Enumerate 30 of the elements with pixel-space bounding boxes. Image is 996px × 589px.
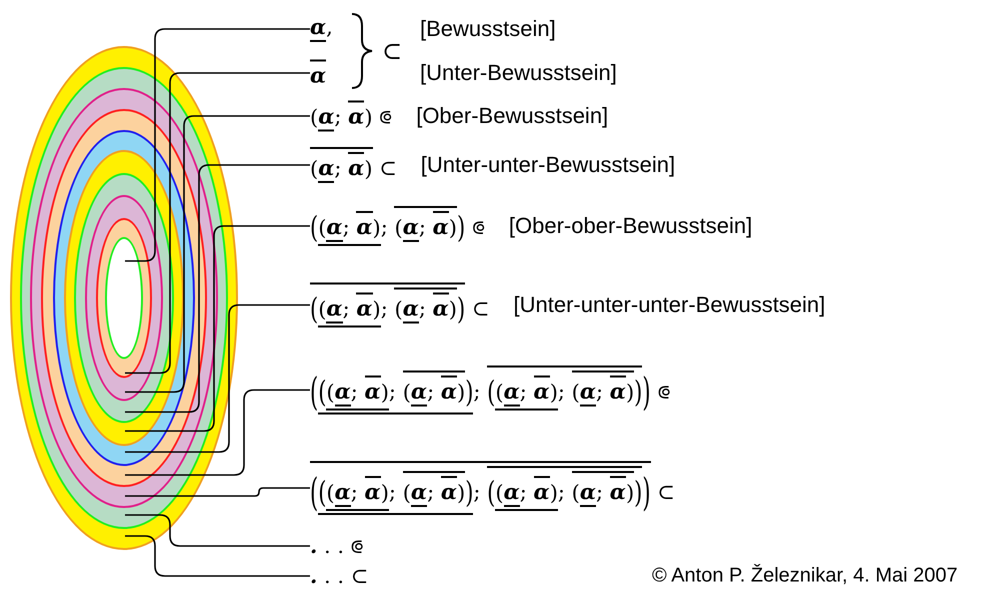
formula: (((α; α); (α; α)); ((α; α); (α; α))) ⊂ [310, 461, 675, 515]
formula: ((α; α); (α; α)) ⊂ [310, 282, 490, 328]
ring-band [96, 218, 152, 378]
copyright-note: © Anton P. Železnikar, 4. Mai 2007 [652, 564, 958, 588]
leader-line [125, 535, 310, 577]
leader-line [125, 225, 310, 432]
annotation-symbol: ⊂ [382, 37, 402, 65]
annotation-text: [Unter-unter-Bewusstsein] [420, 152, 676, 178]
annotation-text: [Ober-ober-Bewusstsein] [508, 213, 752, 239]
formula: . . . ⟃ [310, 535, 364, 557]
leader-line [125, 164, 310, 413]
formula: (((α; α); (α; α)); ((α; α); (α; α))) ⟃ [310, 366, 670, 414]
annotation-text: [Ober-Bewusstsein] [416, 103, 608, 129]
formula: (α; α) ⊂ [310, 147, 397, 183]
annotation-text: [Unter-unter-unter-Bewusstsein] [513, 292, 826, 318]
leader-line [125, 487, 310, 497]
leader-line [125, 389, 310, 476]
annotation-text: [Unter-Bewusstsein] [420, 60, 617, 86]
formula: α [310, 60, 326, 86]
leader-line [125, 72, 310, 374]
annotation-text: [Bewusstsein] [420, 16, 556, 42]
leader-line [125, 304, 310, 453]
leader-line [125, 514, 310, 547]
leader-line [125, 115, 310, 393]
formula: α, [310, 16, 333, 42]
inner-ellipse [105, 237, 143, 359]
formula: . . . ⊂ [310, 565, 368, 587]
formula: ((α; α); (α; α)) ⟃ [310, 206, 485, 246]
leader-line [125, 28, 310, 262]
formula: (α; α) ⟃ [310, 100, 392, 132]
